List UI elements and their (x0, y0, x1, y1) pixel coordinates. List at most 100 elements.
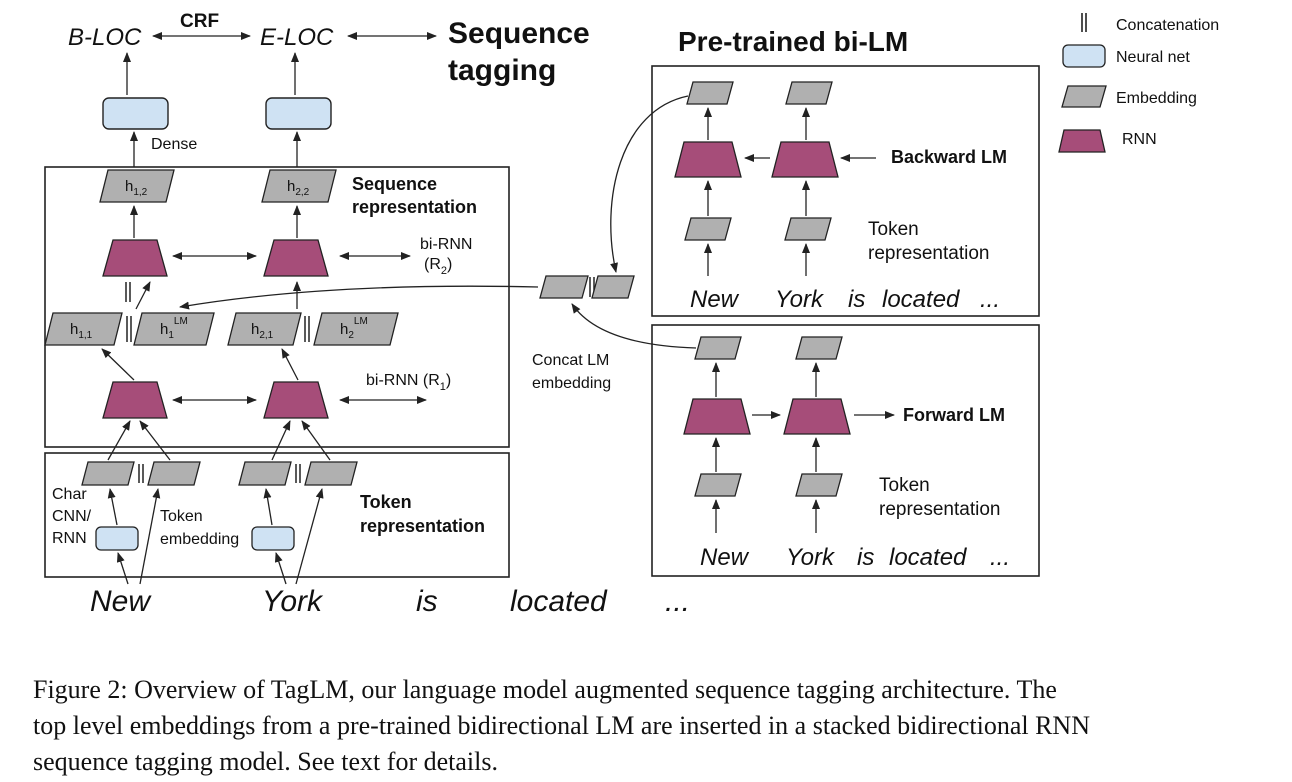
bwd-token-embedding-2 (784, 217, 832, 241)
bwd-rnn-cell-2 (771, 141, 839, 178)
arrow-new-tokemb (139, 488, 161, 585)
h1lm-label: h1LM (160, 316, 188, 341)
fwd-word-located: located (889, 544, 967, 571)
fwd-word-york: York (786, 544, 836, 571)
sequence-representation-label-line1: Sequence (352, 174, 437, 194)
sequence-tagging-title-line1: Sequence (448, 17, 590, 50)
word-ellipsis: ... (665, 585, 690, 618)
figure-caption: Figure 2: Overview of TagLM, our languag… (33, 672, 1258, 780)
caption-line-2: top level embeddings from a pre-trained … (33, 711, 1090, 740)
arrow-tok1b-rnn1 (139, 420, 171, 461)
arrow-h1-rnn2a (135, 281, 151, 310)
bwd-token-repr-line1: Token (868, 219, 919, 240)
word-is: is (416, 585, 438, 618)
fwd-token-repr-line2: representation (879, 499, 1000, 520)
bwd-word-new: New (690, 286, 740, 313)
arrow-charnet2-emb (263, 488, 273, 526)
char-cnn-label-line1: Char (52, 486, 87, 503)
rnn-r2-cell-1 (102, 239, 168, 277)
legend-rnn-swatch (1058, 129, 1106, 153)
h21-embedding (227, 312, 302, 346)
char-embedding-2 (238, 461, 292, 486)
arrow-tok1a-rnn1 (107, 420, 131, 461)
arrow-rnn1a-h11 (101, 348, 135, 381)
h12-label: h1,2 (125, 178, 148, 198)
arrow-forward-lm-to-concat (571, 303, 697, 349)
arrow-backward-lm-to-concat (610, 95, 689, 273)
fwd-token-embedding-1 (694, 473, 742, 497)
output-label-b-loc: B-LOC (68, 24, 142, 51)
legend-rnn-label: RNN (1122, 131, 1157, 148)
h2lm-label: h2LM (340, 316, 368, 341)
fwd-word-is: is (857, 544, 874, 571)
token-embedding-label-line2: embedding (160, 531, 239, 548)
legend-embedding-swatch (1061, 85, 1107, 108)
legend-concatenation-label: Concatenation (1116, 17, 1219, 34)
h1lm-embedding (133, 312, 215, 346)
bwd-top-embedding-1 (686, 81, 734, 105)
token-representation-label-line2: representation (360, 516, 485, 536)
char-cnn-label-line2: CNN/ (52, 508, 92, 525)
bwd-word-is: is (848, 286, 865, 313)
forward-lm-box (651, 324, 1040, 577)
fwd-top-embedding-1 (694, 336, 742, 360)
h11-label: h1,1 (70, 321, 93, 341)
concat-lm-label-line2: embedding (532, 375, 611, 392)
legend-neural-net-swatch (1062, 44, 1106, 68)
bwd-word-located: located (882, 286, 960, 313)
fwd-word-new: New (700, 544, 750, 571)
char-net-2 (251, 526, 295, 551)
token-embedding-2 (304, 461, 358, 486)
dense-label: Dense (151, 136, 197, 153)
bwd-rnn-cell-1 (674, 141, 742, 178)
concat-lm-label-line1: Concat LM (532, 352, 609, 369)
forward-lm-label: Forward LM (903, 405, 1005, 425)
legend-embedding-label: Embedding (1116, 90, 1197, 107)
fwd-top-embedding-2 (795, 336, 843, 360)
h21-label: h2,1 (251, 321, 274, 341)
sequence-representation-box (44, 166, 510, 448)
sequence-representation-label-line2: representation (352, 197, 477, 217)
bwd-token-repr-line2: representation (868, 243, 989, 264)
rnn-r2-cell-2 (263, 239, 329, 277)
h11-embedding (44, 312, 123, 346)
fwd-rnn-cell-2 (783, 398, 851, 435)
caption-line-1: Figure 2: Overview of TagLM, our languag… (33, 675, 1057, 704)
birnn-r2-label-line1: bi-RNN (420, 236, 472, 253)
arrow-york-charnet (274, 552, 287, 585)
token-embedding-1 (147, 461, 201, 486)
bwd-top-embedding-2 (785, 81, 833, 105)
crf-label: CRF (180, 11, 219, 32)
token-embedding-label-line1: Token (160, 508, 203, 525)
char-cnn-label-line3: RNN (52, 530, 87, 547)
arrow-tok2a-rnn1 (271, 420, 291, 461)
bwd-token-embedding-1 (684, 217, 732, 241)
birnn-r2-label-line2: (R2) (424, 256, 452, 277)
h2lm-embedding (313, 312, 399, 346)
fwd-token-embedding-2 (795, 473, 843, 497)
dense-net-1 (102, 97, 169, 130)
word-new: New (90, 585, 152, 618)
bwd-word-york: York (775, 286, 825, 313)
arrow-tok2b-rnn1 (301, 420, 331, 461)
h12-embedding (99, 169, 175, 203)
arrow-rnn1b-h21 (281, 348, 299, 381)
legend-neural-net-label: Neural net (1116, 49, 1190, 66)
arrow-york-tokemb (295, 488, 324, 585)
arrow-new-charnet (116, 552, 129, 585)
concat-lm-backward-embedding (591, 275, 635, 299)
rnn-r1-cell-1 (102, 381, 168, 419)
fwd-word-ellipsis: ... (990, 544, 1010, 571)
caption-line-3: sequence tagging model. See text for det… (33, 747, 498, 776)
token-representation-box (44, 452, 510, 578)
h22-embedding (261, 169, 337, 203)
output-label-e-loc: E-LOC (260, 24, 334, 51)
h22-label: h2,2 (287, 178, 310, 198)
word-york: York (262, 585, 324, 618)
concat-lm-forward-embedding (539, 275, 589, 299)
rnn-r1-cell-2 (263, 381, 329, 419)
arrow-charnet1-emb (107, 488, 118, 526)
word-located: located (510, 585, 608, 618)
token-representation-label-line1: Token (360, 492, 412, 512)
fwd-token-repr-line1: Token (879, 475, 930, 496)
